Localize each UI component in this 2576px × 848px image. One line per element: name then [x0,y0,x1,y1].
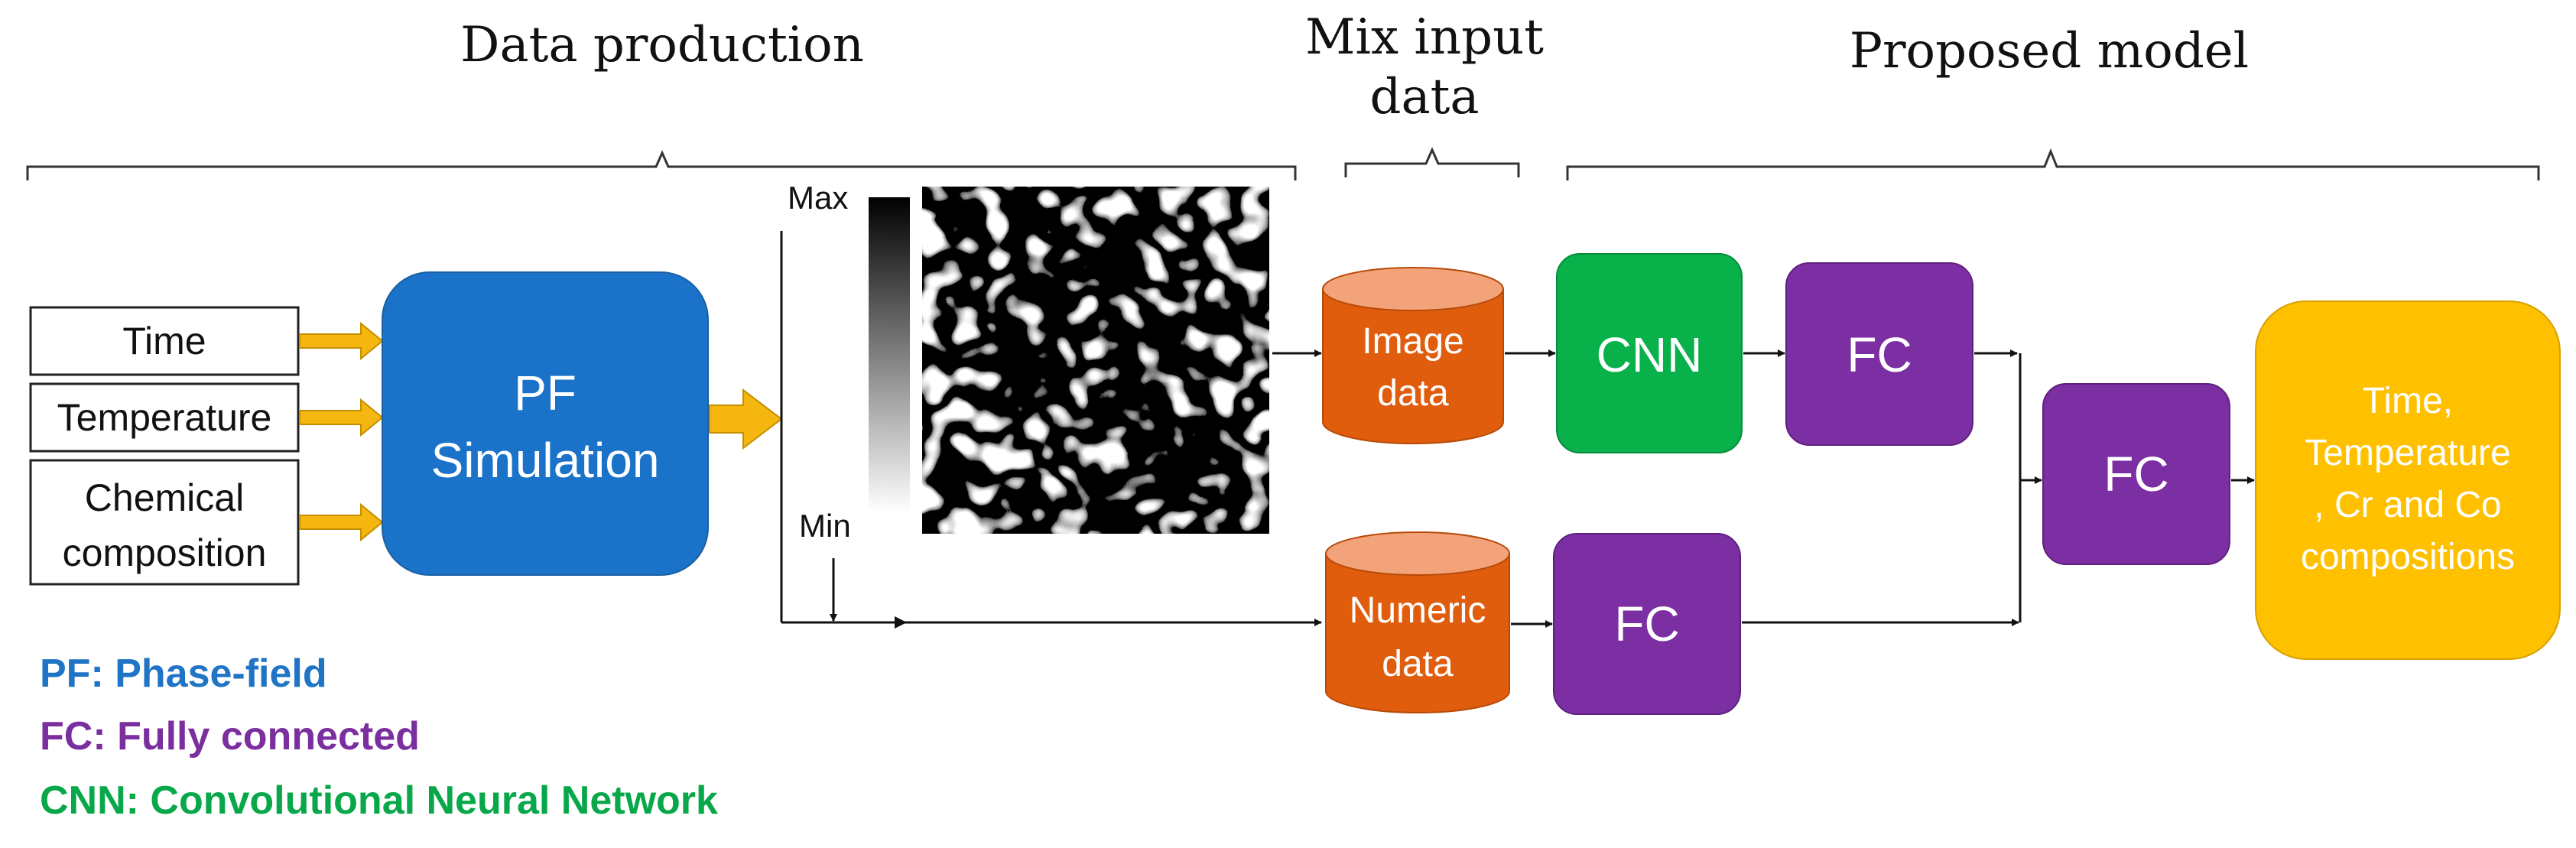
gold-arrow-time [299,321,384,361]
input-box-chemical-composition: Chemical composition [29,459,300,586]
section-title-proposed-model: Proposed model [1850,23,2249,80]
pf-sim-label-line2: Simulation [431,433,660,488]
brace-mix-input [1344,147,1520,177]
input-label-composition: composition [63,531,267,574]
legend-cnn: CNN: Convolutional Neural Network [40,778,718,823]
output-label-line1: Time, [2363,381,2453,421]
gold-arrow-pf-output [709,388,783,450]
colorbar-min-label: Min [799,508,851,544]
fc-bottom-label: FC [1614,596,1679,651]
fc-merge-label: FC [2103,447,2168,502]
output-label-line4: compositions [2301,537,2515,577]
numeric-data-label-line2: data [1382,644,1454,684]
fc-top-label: FC [1847,327,1912,382]
input-label-chemical: Chemical [85,476,244,519]
colorbar [869,197,910,512]
section-title-mix-input-line2: data [1370,69,1480,125]
cnn-block: CNN [1556,253,1743,453]
image-data-label-line2: data [1377,373,1449,414]
section-title-mix-input-line1: Mix input [1305,9,1544,66]
image-data-label-line1: Image [1362,321,1463,362]
output-label-line2: Temperature [2305,433,2510,473]
legend-pf: PF: Phase-field [40,651,327,696]
brace-proposed-model [1566,148,2540,180]
pf-simulation-block: PF Simulation [382,271,709,576]
cnn-label: CNN [1597,327,1703,382]
output-label-line3: , Cr and Co [2314,485,2501,525]
output-block: Time, Temperature , Cr and Co compositio… [2255,301,2561,660]
input-box-time: Time [29,306,300,376]
pf-sim-label-line1: PF [514,366,577,421]
image-data-cylinder: Image data [1322,267,1504,444]
fc-block-top: FC [1785,262,1973,446]
fc-block-bottom: FC [1553,533,1741,715]
gold-arrow-temperature [299,398,384,437]
brace-data-production [26,150,1297,180]
input-label-time: Time [122,320,206,362]
section-title-data-production: Data production [460,17,864,73]
fc-block-merge: FC [2042,383,2230,565]
midline-arrowhead [895,616,907,629]
microstructure-image [922,187,1269,534]
colorbar-max-label: Max [788,180,848,216]
gold-arrow-chemical [299,502,384,542]
input-label-temperature: Temperature [57,396,272,439]
legend-fc: FC: Fully connected [40,714,420,759]
input-box-temperature: Temperature [29,382,300,453]
numeric-data-label-line1: Numeric [1350,590,1486,631]
numeric-data-cylinder: Numeric data [1325,531,1510,713]
